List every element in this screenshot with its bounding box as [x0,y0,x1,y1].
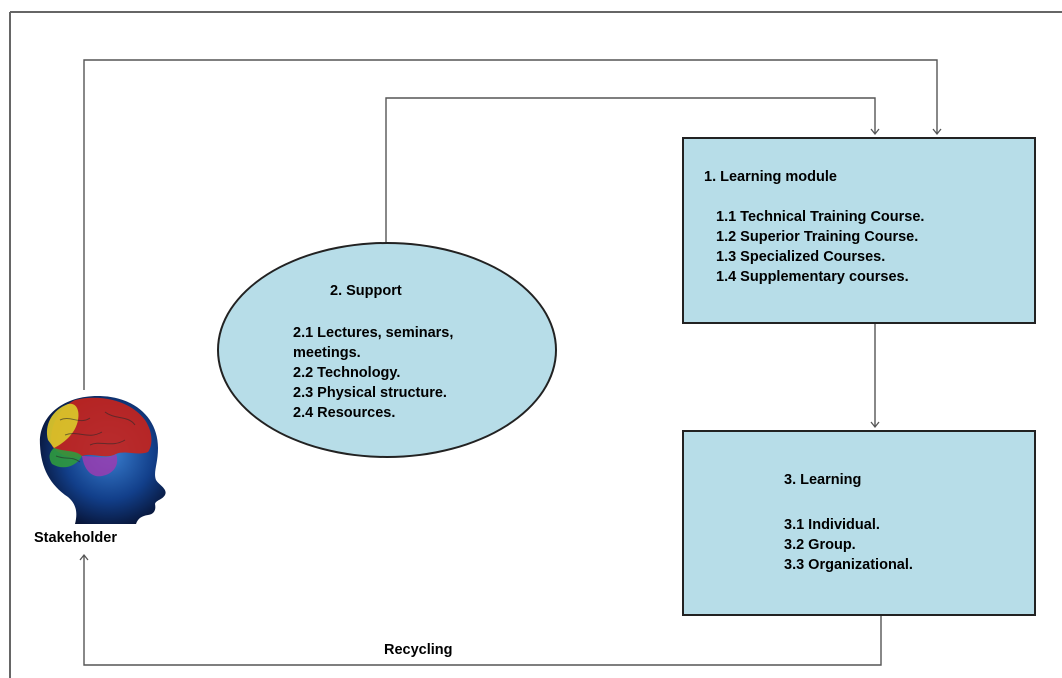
stakeholder-to-learning-module-connector [83,59,942,390]
learning-item: 3.1 Individual. [784,517,880,533]
learning-title: 3. Learning [784,472,862,488]
learning-module-items: 1.1 Technical Training Course. 1.2 Super… [716,207,924,287]
support-item: 2.4 Resources. [293,405,396,421]
learning-item: 3.2 Group. [784,537,856,553]
learning-items: 3.1 Individual. 3.2 Group. 3.3 Organizat… [784,515,913,575]
support-item: 2.3 Physical structure. [293,385,447,401]
learning-module-item: 1.4 Supplementary courses. [716,269,909,285]
learning-item: 3.3 Organizational. [784,557,913,573]
learning-node: 3. Learning 3.1 Individual. 3.2 Group. 3… [682,430,1036,616]
recycling-connector [79,553,882,666]
learning-module-item: 1.2 Superior Training Course. [716,229,919,245]
support-title: 2. Support [330,283,402,299]
human-head-brain-icon [39,395,166,524]
learning-module-item: 1.1 Technical Training Course. [716,209,925,225]
support-item: 2.2 Technology. [293,365,401,381]
support-item: meetings. [293,345,361,361]
support-item: 2.1 Lectures, seminars, [293,325,454,341]
support-to-learning-module-connector [385,97,880,242]
recycling-label: Recycling [384,642,453,658]
support-node: 2. Support 2.1 Lectures, seminars, meeti… [217,242,557,458]
support-items: 2.1 Lectures, seminars, meetings. 2.2 Te… [293,323,453,423]
stakeholder-label: Stakeholder [34,530,117,546]
learning-module-item: 1.3 Specialized Courses. [716,249,886,265]
learning-module-node: 1. Learning module 1.1 Technical Trainin… [682,137,1036,324]
learning-module-title: 1. Learning module [704,169,837,185]
